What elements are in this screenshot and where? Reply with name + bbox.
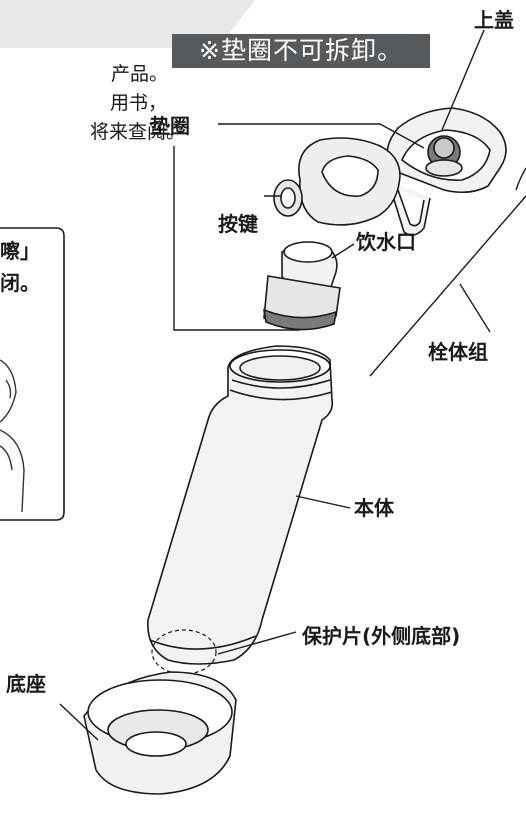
label-button: 按键 bbox=[218, 212, 258, 236]
label-plug-assembly: 栓体组 bbox=[428, 340, 488, 364]
intro-line-1: 产品。 bbox=[111, 63, 169, 85]
intro-line-2: 用书， bbox=[110, 92, 168, 114]
leader-lines bbox=[59, 29, 526, 741]
label-spout: 饮水口 bbox=[356, 230, 416, 254]
gasket-note-banner: ※垫圈不可拆卸。 bbox=[172, 34, 430, 68]
label-gasket: 垫圈 bbox=[150, 114, 190, 138]
label-protector: 保护片(外侧底部) bbox=[302, 624, 461, 648]
callout-line-1: 嚓」 bbox=[0, 239, 40, 263]
spout-drawing bbox=[262, 241, 341, 331]
intro-line-3: 将来查阅。 bbox=[90, 121, 186, 143]
bottle-body-drawing bbox=[147, 345, 334, 675]
label-body: 本体 bbox=[354, 496, 394, 520]
lid-drawing bbox=[273, 107, 507, 236]
callout-bottle-sketch bbox=[0, 359, 25, 513]
callout-box bbox=[0, 227, 65, 521]
callout-line-2: 闭。 bbox=[0, 271, 40, 295]
label-lid: 上盖 bbox=[474, 8, 514, 32]
base-drawing bbox=[83, 671, 237, 795]
label-base: 底座 bbox=[6, 672, 46, 696]
